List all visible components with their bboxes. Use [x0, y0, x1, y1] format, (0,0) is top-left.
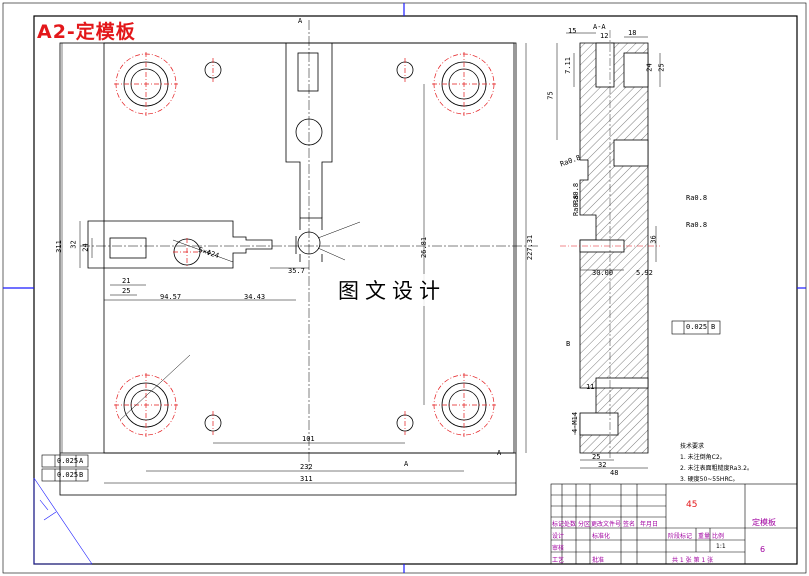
- tb-scale-value: 1:1: [716, 543, 726, 550]
- dim-25-side: 25: [657, 63, 666, 72]
- side-section: [556, 30, 661, 469]
- datum-b-marker: B: [566, 340, 571, 348]
- part-name: 定模板: [752, 518, 776, 527]
- tb-sheet-info: 共 1 张 第 1 张: [672, 557, 714, 564]
- dim-21: 21: [122, 277, 131, 285]
- tolerance-b-ref: B: [79, 471, 84, 479]
- tb-label-weight: 重量: [698, 533, 711, 540]
- tb-label-date: 年月日: [640, 521, 659, 528]
- tolerance-a-ref: A: [79, 457, 84, 465]
- datum-a-marker: A: [497, 449, 502, 457]
- roughness-3: Ra0.8: [686, 194, 708, 202]
- dim-gate-height: 32: [69, 240, 78, 249]
- section-mark-bottom: A: [404, 460, 409, 468]
- inner-frame: [33, 15, 798, 565]
- dim-7-11: 7.11: [563, 57, 572, 74]
- tb-label-scale: 比例: [712, 533, 725, 540]
- section-label: A-A: [593, 23, 606, 31]
- dim-12: 12: [600, 32, 609, 40]
- dim-15: 15: [568, 27, 577, 35]
- drawing-number: 6: [760, 545, 766, 554]
- tb-label-sign: 签名: [623, 521, 636, 528]
- dim-94-57: 94.57: [160, 293, 182, 301]
- tolerance-side-ref: B: [711, 323, 716, 331]
- dim-232: 232: [300, 463, 313, 471]
- dim-36: 36: [649, 235, 658, 244]
- centering-marks: [3, 3, 806, 573]
- projection-symbol: [33, 477, 93, 565]
- dim-overall-height: 311: [54, 240, 63, 253]
- roughness-4: Ra0.8: [686, 221, 708, 229]
- section-mark-top: A: [298, 17, 303, 25]
- tb-label-standard: 标准化: [592, 533, 611, 540]
- tolerance-side-value: 0.025: [686, 323, 708, 331]
- title-block-grid: [550, 483, 798, 565]
- dimension-lines: [61, 43, 527, 484]
- note-item: 2. 未注表面粗糙度Ra3.2。: [680, 465, 753, 472]
- tb-label-stage: 阶段标记: [668, 533, 693, 540]
- tolerance-frames: [41, 320, 721, 482]
- tb-label-approve: 批准: [592, 557, 605, 564]
- tb-label-change: 更改文件号: [591, 521, 622, 528]
- dim-48: 48: [610, 469, 619, 477]
- dim-35-7: 35.7: [288, 267, 305, 275]
- dim-24: 24: [645, 63, 654, 72]
- dim-5-92: 5.92: [636, 269, 653, 277]
- hidden-lines: [114, 52, 496, 437]
- dim-gate-inner: 24: [81, 243, 90, 252]
- tb-label-process: 工艺: [552, 557, 565, 564]
- tb-label-zone: 分区: [578, 521, 591, 528]
- dim-26-81: 26.81: [420, 236, 429, 259]
- dim-227-31: 227.31: [526, 234, 535, 261]
- dim-311: 311: [300, 475, 313, 483]
- dim-75: 75: [546, 91, 555, 100]
- watermark: 图文设计: [336, 274, 448, 306]
- note-item: 3. 硬度50~55HRC。: [680, 476, 739, 483]
- tb-label-review: 审核: [552, 545, 565, 552]
- technical-notes: 技术要求 1. 未注倒角C2。 2. 未注表面粗糙度Ra3.2。 3. 硬度50…: [680, 441, 753, 485]
- dim-4-m14: 4-M14: [571, 411, 580, 434]
- tb-label-mark: 标记: [552, 521, 565, 528]
- tolerance-a-value: 0.025: [57, 457, 79, 465]
- note-item: 1. 未注倒角C2。: [680, 454, 726, 461]
- tb-label-count: 处数: [564, 521, 577, 528]
- notes-header: 技术要求: [680, 443, 705, 450]
- tb-label-design: 设计: [552, 533, 565, 540]
- dim-18: 18: [628, 29, 637, 37]
- drawing-title: A2-定模板: [37, 21, 136, 43]
- tolerance-b-value: 0.025: [57, 471, 79, 479]
- dim-32-bottom: 32: [598, 461, 607, 469]
- center-lines: [80, 20, 540, 470]
- roughness-5: Ra0.8: [572, 194, 581, 217]
- material-value: 45: [686, 500, 698, 510]
- dim-30: 30.00: [592, 269, 614, 277]
- dim-25: 25: [122, 287, 131, 295]
- dim-101: 101: [302, 435, 315, 443]
- dim-34-43: 34.43: [244, 293, 266, 301]
- dim-11: 11: [586, 383, 595, 391]
- dim-25-bottom: 25: [592, 453, 601, 461]
